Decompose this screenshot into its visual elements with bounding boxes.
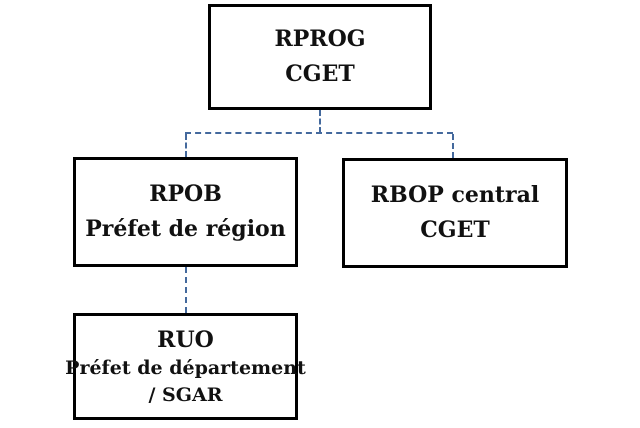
node-rbop-title: RBOP central: [370, 182, 540, 208]
node-rprog-title: RPROG: [274, 26, 366, 52]
connector-horizontal-bar: [185, 132, 453, 134]
connector-rpob-to-ruo: [185, 267, 187, 313]
node-rprog: RPROG CGET: [208, 4, 432, 110]
connector-drop-to-rbop: [452, 134, 454, 158]
node-ruo-subtitle: Préfet de département: [65, 356, 306, 379]
node-ruo-subtitle2: / SGAR: [148, 383, 223, 406]
node-rpob-subtitle: Préfet de région: [85, 216, 286, 242]
connector-rprog-stem: [319, 110, 321, 133]
node-rpob: RPOB Préfet de région: [73, 157, 298, 267]
connector-drop-to-rpob: [185, 134, 187, 157]
node-rprog-subtitle: CGET: [285, 61, 355, 87]
node-ruo: RUO Préfet de département / SGAR: [65, 313, 306, 420]
node-ruo-title: RUO: [157, 326, 214, 353]
node-rpob-title: RPOB: [149, 181, 222, 207]
node-rbop: RBOP central CGET: [342, 158, 568, 268]
node-rbop-subtitle: CGET: [420, 217, 490, 243]
